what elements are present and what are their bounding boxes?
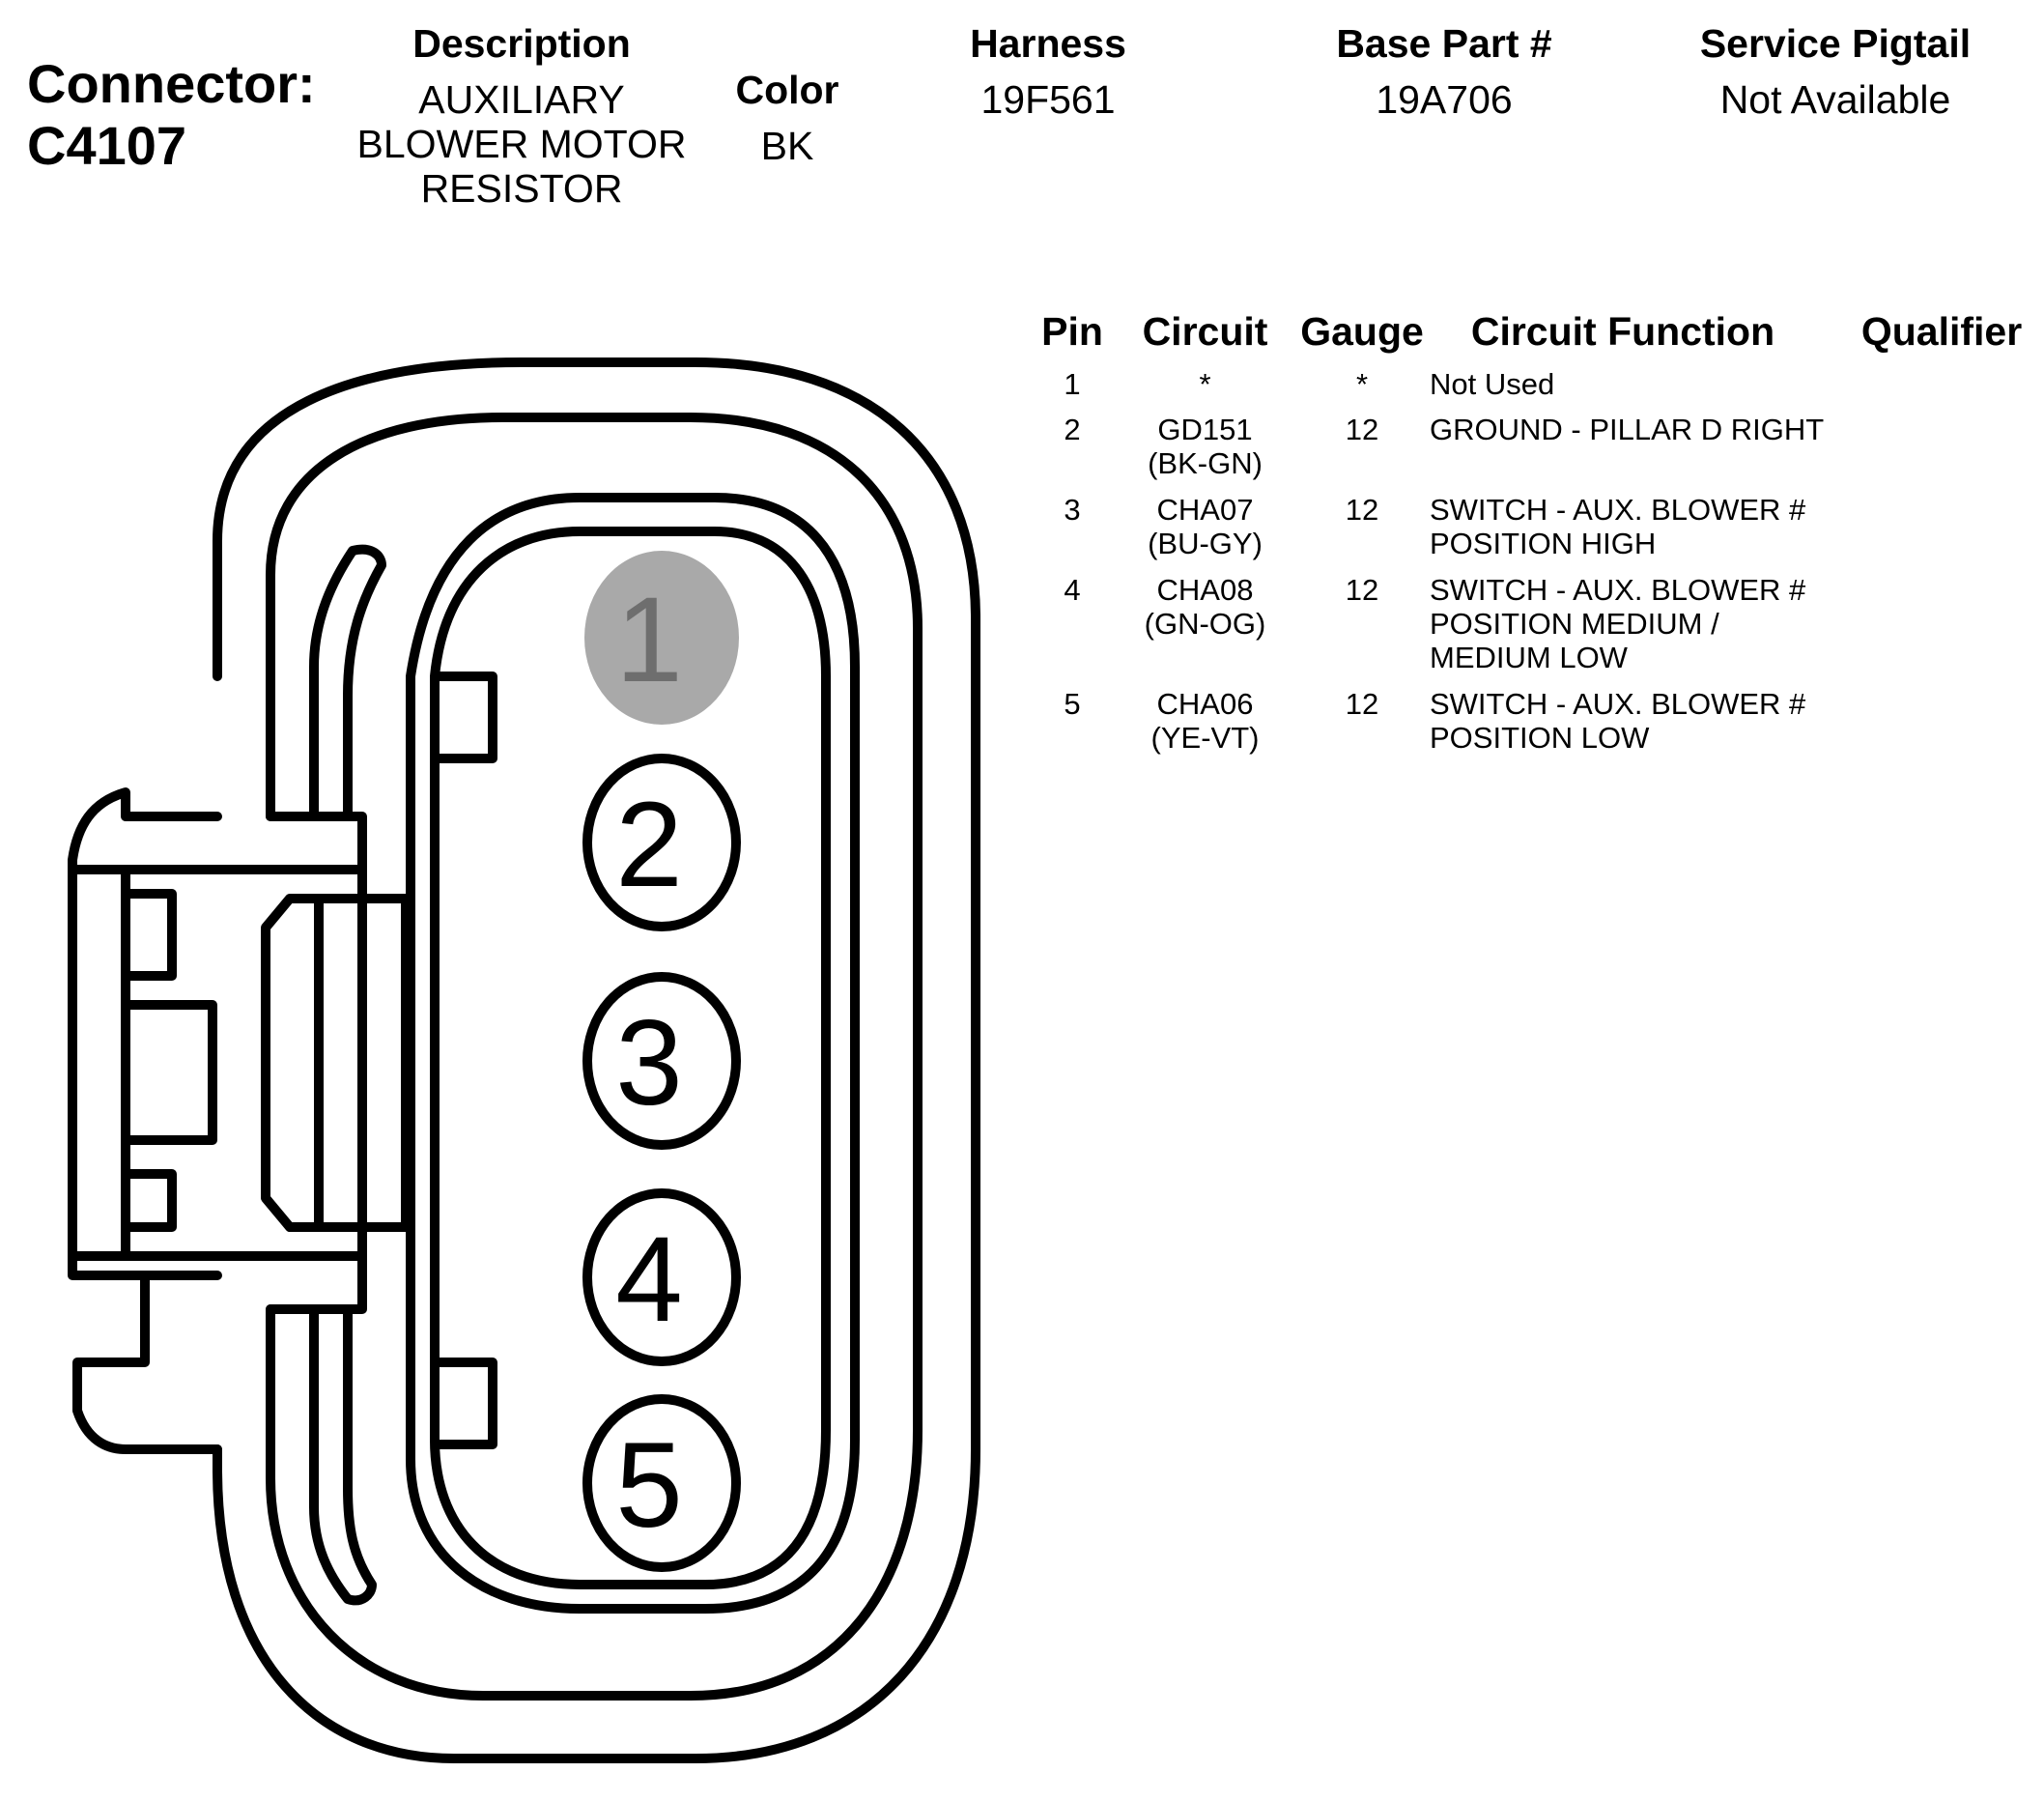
latch-tab-middle xyxy=(121,1000,217,1145)
cavity-key-upper xyxy=(435,672,497,763)
col-header-qualifier: Qualifier xyxy=(1860,309,2023,354)
connector-label: Connector: xyxy=(27,53,316,114)
latch-tab-upper xyxy=(121,889,177,981)
row-2-pin: 2 xyxy=(1064,413,1081,446)
outer-shell-outline xyxy=(213,357,980,1763)
pin-5: 5 xyxy=(582,1394,741,1572)
col-header-pin: Pin xyxy=(1041,309,1103,354)
row-1-function: Not Used xyxy=(1430,367,1555,401)
service-pigtail-label: Service Pigtail xyxy=(1699,21,1972,66)
row-3-pin: 3 xyxy=(1064,493,1081,527)
row-5-gauge: 12 xyxy=(1345,687,1379,721)
row-3-function: SWITCH - AUX. BLOWER # POSITION HIGH xyxy=(1430,493,1805,560)
row-5-function-line-1: SWITCH - AUX. BLOWER # xyxy=(1430,687,1806,721)
pin-1-label: 1 xyxy=(615,573,683,707)
service-pigtail-value: Not Available xyxy=(1719,77,1951,122)
row-4-function: SWITCH - AUX. BLOWER # POSITION MEDIUM /… xyxy=(1430,573,1805,674)
pin-4: 4 xyxy=(582,1188,741,1366)
row-5-function: SWITCH - AUX. BLOWER # POSITION LOW xyxy=(1430,687,1805,755)
connector-face-diagram: 1 2 3 4 5 xyxy=(68,357,980,1763)
row-5-circuit: CHA06 (YE-VT) xyxy=(1121,687,1290,755)
pin-4-label: 4 xyxy=(615,1213,683,1347)
pin-3-label: 3 xyxy=(615,996,683,1130)
pin-5-shape xyxy=(582,1394,741,1572)
row-2-circuit-color: (BK-GN) xyxy=(1148,446,1263,480)
row-4-circuit-color: (GN-OG) xyxy=(1144,607,1266,641)
cavity-wall-outer xyxy=(406,493,860,1614)
row-4-circuit-id: CHA08 xyxy=(1156,573,1254,607)
row-2-function: GROUND - PILLAR D RIGHT xyxy=(1430,413,1825,446)
row-4-pin: 4 xyxy=(1064,573,1081,607)
row-3-function-line-1: SWITCH - AUX. BLOWER # xyxy=(1430,493,1806,527)
color-label: Color xyxy=(735,68,839,112)
pin-2-label: 2 xyxy=(615,778,683,912)
pin-2: 2 xyxy=(582,754,741,931)
base-part-block: Base Part # 19A706 xyxy=(1290,21,1599,122)
row-1-circuit: * xyxy=(1199,367,1211,401)
latch-top-joint xyxy=(266,812,367,874)
row-5-pin: 5 xyxy=(1064,687,1081,721)
row-4-function-line-3: MEDIUM LOW xyxy=(1430,641,1628,674)
description-label: Description xyxy=(412,21,631,66)
row-2-circuit-id: GD151 xyxy=(1157,413,1253,446)
row-3-gauge: 12 xyxy=(1345,493,1379,527)
harness-label: Harness xyxy=(970,21,1126,66)
row-3-function-line-2: POSITION HIGH xyxy=(1430,527,1657,560)
base-part-label: Base Part # xyxy=(1336,21,1552,66)
row-5-circuit-id: CHA06 xyxy=(1156,687,1254,721)
row-4-circuit: CHA08 (GN-OG) xyxy=(1121,573,1290,641)
cavity-key-lower xyxy=(435,1358,497,1449)
row-5-function-line-2: POSITION LOW xyxy=(1430,721,1650,755)
pin-1-shape xyxy=(584,551,739,725)
latch-tab-lower xyxy=(121,1169,177,1232)
pin-5-label: 5 xyxy=(615,1418,683,1553)
pin-3: 3 xyxy=(582,972,741,1150)
row-1-pin: 1 xyxy=(1064,367,1081,401)
description-line-1: AUXILIARY xyxy=(418,77,625,122)
latch-bottom-joint xyxy=(266,1251,367,1314)
col-header-circuit: Circuit xyxy=(1142,309,1268,354)
pin-1: 1 xyxy=(584,551,739,725)
description-line-2: BLOWER MOTOR xyxy=(356,122,687,166)
row-5-circuit-color: (YE-VT) xyxy=(1150,721,1260,755)
inner-shell-outline xyxy=(266,413,923,1701)
color-block: Color BK xyxy=(696,68,879,168)
color-value: BK xyxy=(760,124,814,168)
col-header-gauge: Gauge xyxy=(1300,309,1424,354)
row-4-function-line-2: POSITION MEDIUM / xyxy=(1430,607,1719,641)
pin-3-shape xyxy=(582,972,741,1150)
service-pigtail-block: Service Pigtail Not Available xyxy=(1671,21,2000,122)
pin-4-shape xyxy=(582,1188,741,1366)
harness-block: Harness 19F561 xyxy=(927,21,1169,122)
cavity-wall-inner xyxy=(430,527,831,1589)
row-2-circuit: GD151 (BK-GN) xyxy=(1121,413,1290,480)
connector-id: C4107 xyxy=(27,115,187,176)
pin-2-shape xyxy=(582,754,741,931)
rib-frame xyxy=(261,894,411,1232)
flex-arm-lower xyxy=(309,1304,377,1606)
harness-value: 19F561 xyxy=(980,77,1116,122)
base-part-value: 19A706 xyxy=(1376,77,1513,122)
description-line-3: RESISTOR xyxy=(420,166,623,211)
row-1-gauge: * xyxy=(1355,367,1369,401)
row-4-function-line-1: SWITCH - AUX. BLOWER # xyxy=(1430,573,1806,607)
description-block: Description AUXILIARY BLOWER MOTOR RESIS… xyxy=(328,21,715,211)
row-3-circuit-id: CHA07 xyxy=(1156,493,1254,527)
row-3-circuit-color: (BU-GY) xyxy=(1148,527,1263,560)
row-4-gauge: 12 xyxy=(1345,573,1379,607)
row-3-circuit: CHA07 (BU-GY) xyxy=(1121,493,1290,560)
connector-heading: Connector: C4107 xyxy=(27,53,316,177)
connector-housing xyxy=(68,357,980,1763)
row-2-gauge: 12 xyxy=(1345,413,1379,446)
flex-arm-upper xyxy=(309,544,386,821)
col-header-circuit-function: Circuit Function xyxy=(1470,309,1775,354)
